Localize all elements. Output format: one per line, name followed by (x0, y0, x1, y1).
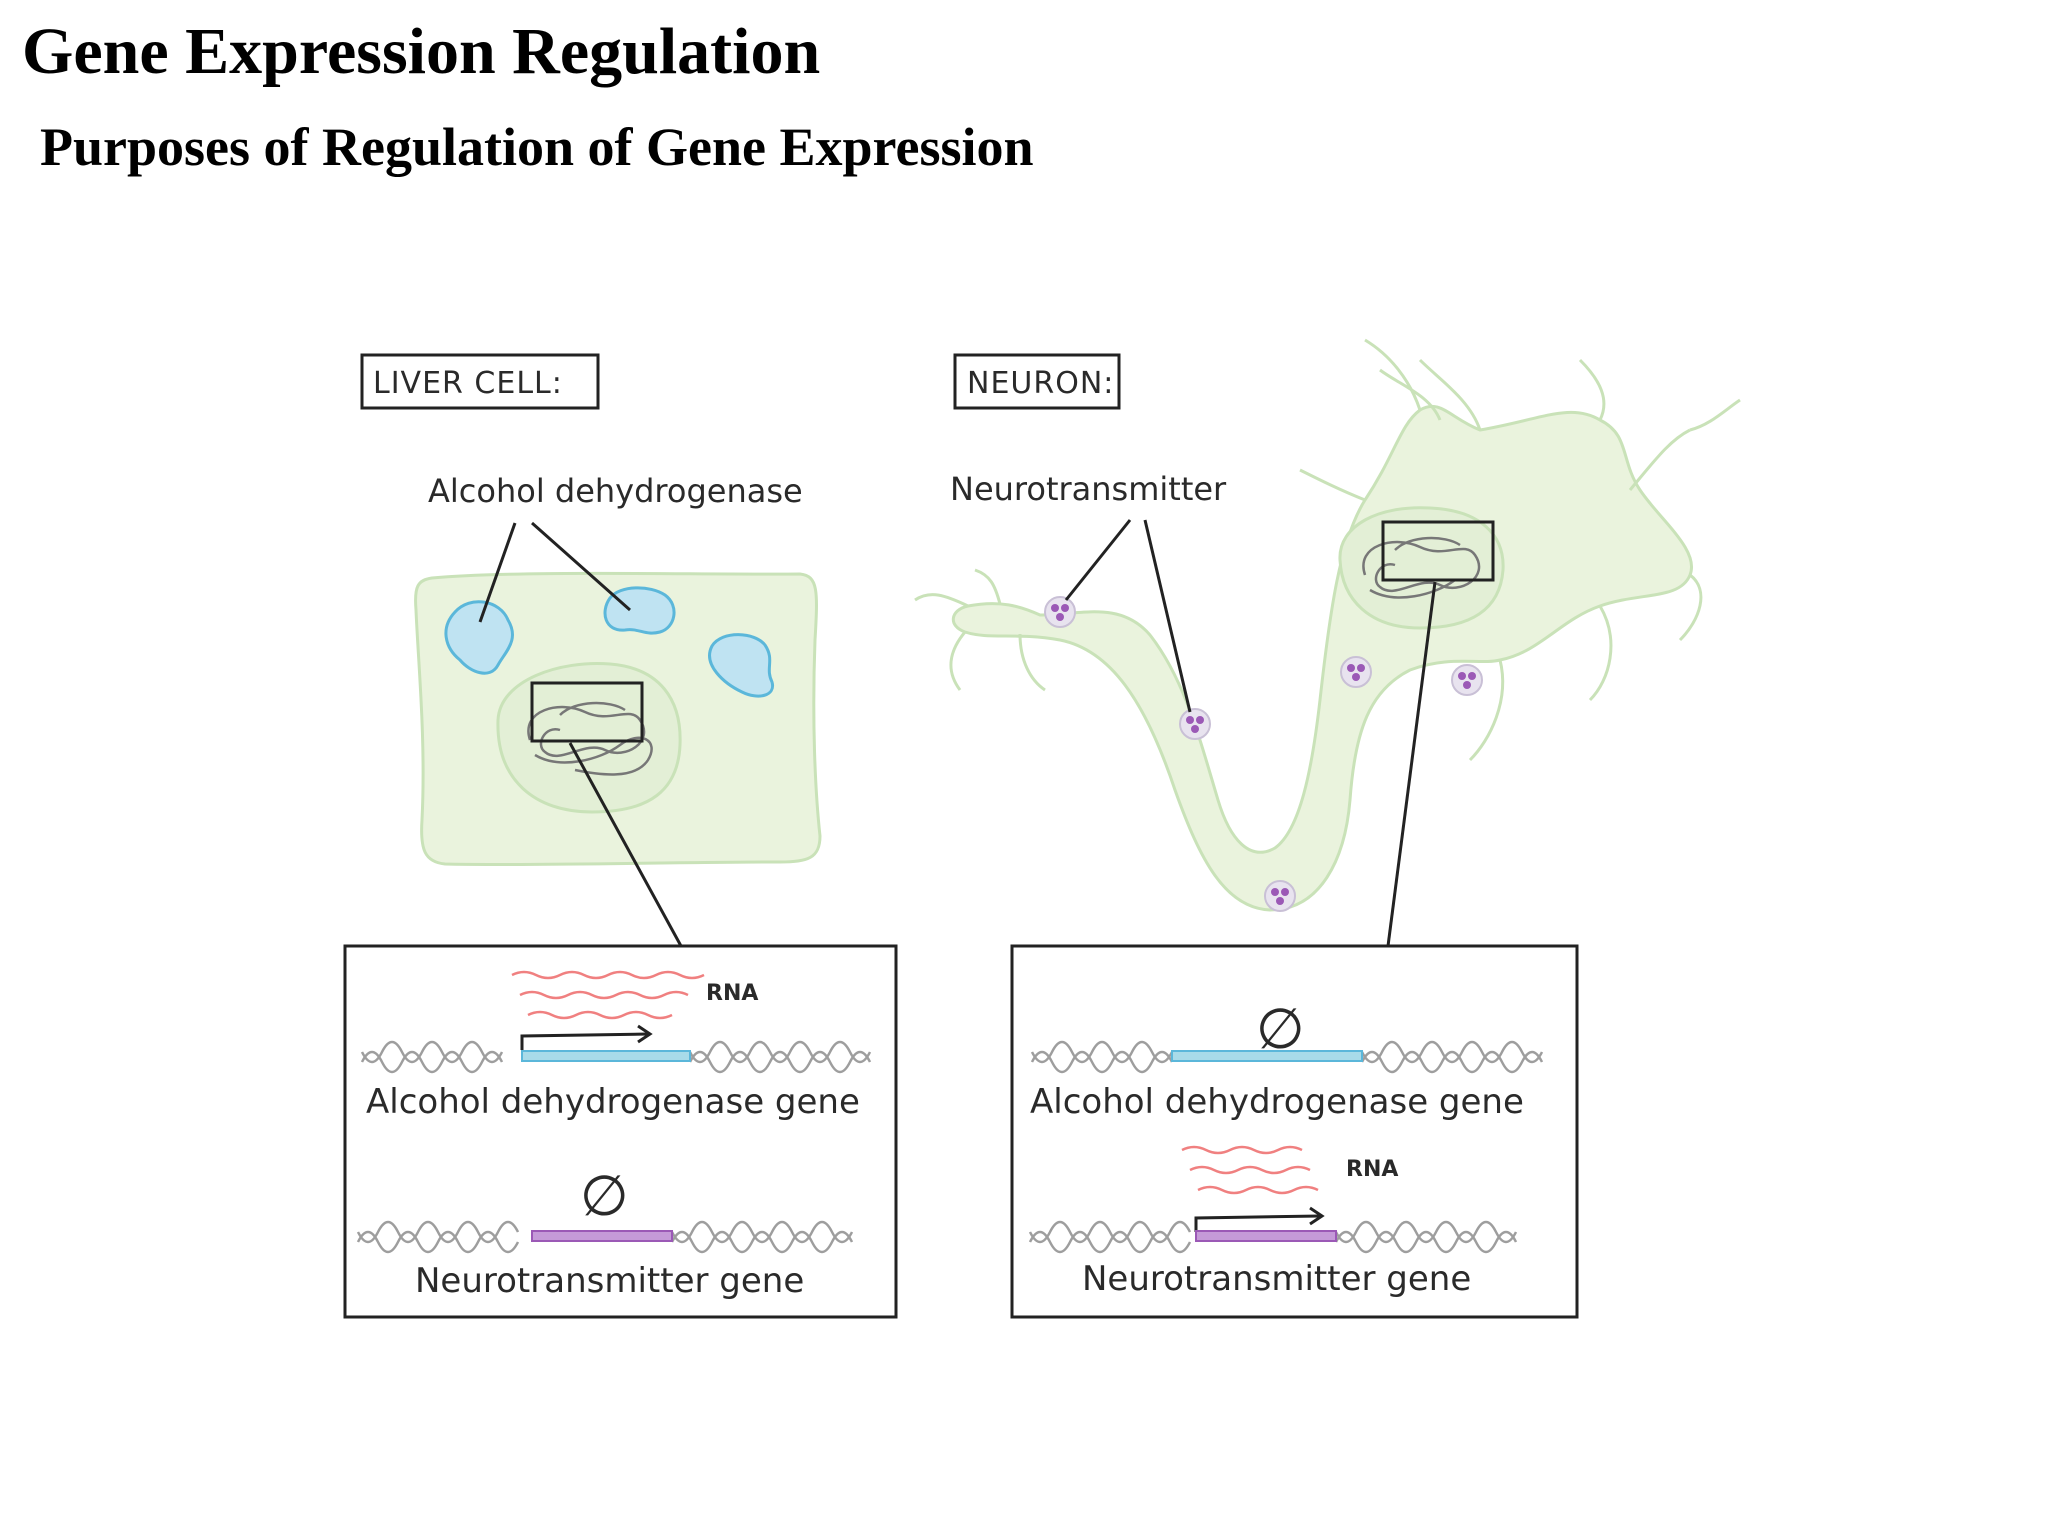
neuron-chromatin (1362, 536, 1481, 599)
liver-dna-strand-1 (360, 1040, 872, 1074)
enzyme-blob-2 (603, 586, 676, 635)
liver-cell-label-box (360, 353, 600, 410)
neuron-neuro-gene-label: Neurotransmitter gene (1082, 1259, 1471, 1299)
liver-neuro-gene-label: Neurotransmitter gene (415, 1261, 804, 1301)
page-subtitle: Purposes of Regulation of Gene Expressio… (40, 117, 1034, 177)
neuron-dna-strand-2 (1028, 1220, 1518, 1254)
vesicle-3 (1264, 880, 1296, 912)
neuron-cell-body (951, 404, 1694, 912)
liver-neuro-null-symbol: ∅ (580, 1164, 629, 1229)
neuron-cell-label-box (953, 353, 1121, 410)
neuron-dendrites (914, 338, 1741, 762)
page-title: Gene Expression Regulation (22, 15, 821, 88)
liver-alcohol-gene-label: Alcohol dehydrogenase gene (366, 1082, 860, 1122)
neuron-pointer-lines (1064, 519, 1437, 947)
liver-cell-label: LIVER CELL: (373, 366, 563, 401)
neuron-rna-label: RNA (1346, 1157, 1398, 1182)
vesicle-5 (1451, 664, 1483, 696)
liver-dna-strand-2 (356, 1220, 854, 1254)
neuron-dna-strand-1 (1030, 1040, 1544, 1074)
neuron-nucleus (1338, 506, 1505, 630)
liver-rna-label: RNA (706, 981, 758, 1006)
enzyme-blob-3 (708, 633, 775, 698)
neuron-zoom-box (1381, 520, 1495, 582)
liver-alcohol-gene-bar (521, 1050, 691, 1062)
neuron-neuro-gene-bar (1195, 1230, 1337, 1242)
neuron-rna-waves (1181, 1145, 1319, 1195)
liver-nucleus (496, 662, 682, 814)
enzyme-blob-1 (444, 600, 514, 675)
vesicle-1 (1044, 596, 1076, 628)
neuron-transcription-arrow (1194, 1206, 1325, 1232)
alcohol-dehydrogenase-label: Alcohol dehydrogenase (428, 472, 803, 510)
liver-pointer-lines (478, 521, 683, 947)
neuron-cell-label: NEURON: (967, 366, 1114, 401)
vesicle-4 (1340, 656, 1372, 688)
liver-panel: LIVER CELL: Alcohol dehydrogenase (343, 353, 898, 1319)
liver-zoom-box (530, 681, 644, 743)
liver-transcription-arrow (520, 1024, 653, 1050)
liver-rna-waves (511, 970, 705, 1020)
neuron-alcohol-gene-bar (1171, 1050, 1363, 1062)
liver-inset-box (343, 944, 898, 1319)
neuron-inset-box (1010, 944, 1579, 1319)
vesicle-2 (1179, 708, 1211, 740)
neurotransmitter-label: Neurotransmitter (950, 470, 1227, 508)
neuron-panel: NEURON: Neurotransmitter (914, 338, 1741, 1319)
neuron-alcohol-gene-label: Alcohol dehydrogenase gene (1030, 1082, 1524, 1122)
liver-neuro-gene-bar (531, 1230, 673, 1242)
